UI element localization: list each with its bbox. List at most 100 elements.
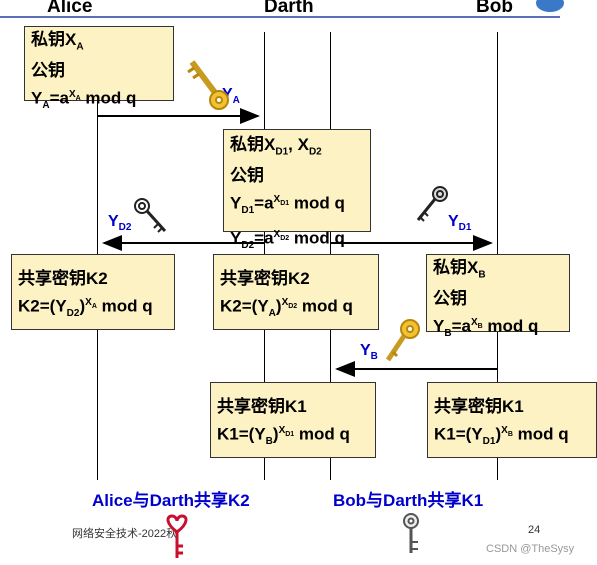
y-sub: D1 <box>482 436 496 448</box>
y-var: Y <box>31 89 43 109</box>
mod-text: mod q <box>294 424 350 444</box>
corner-decoration-icon <box>536 0 564 12</box>
exp-sub: B <box>507 431 513 438</box>
title-rule <box>0 16 560 18</box>
msg-var: Y <box>448 213 459 230</box>
private-key-var: X <box>65 30 77 49</box>
black-key-icon <box>134 198 167 233</box>
actor-bob: Bob <box>476 0 513 17</box>
paren-close: ) <box>275 296 282 316</box>
formula-prefix: K2=(Y <box>220 296 269 316</box>
private-key-label: 私钥 <box>230 135 264 154</box>
formula-prefix: K1=(Y <box>434 424 483 444</box>
paren-close: ) <box>495 424 502 444</box>
exp-var: X <box>281 297 289 308</box>
y-var: Y <box>230 229 242 249</box>
exp-sub: B <box>477 323 483 331</box>
bob-k1-box: 共享密钥K1 K1=(YD1)XB mod q <box>427 382 597 458</box>
formula-prefix: K1=(Y <box>217 424 266 444</box>
private-key-label: 私钥 <box>31 30 65 49</box>
msg-sub: A <box>232 95 240 107</box>
msg-sub: D2 <box>118 222 132 234</box>
alice-k2-box: 共享密钥K2 K2=(YD2)XA mod q <box>11 254 175 330</box>
mod-text: mod q <box>482 317 539 337</box>
exp-var: X <box>470 317 478 329</box>
message-label-yb: YB <box>360 342 378 362</box>
eq: =a <box>451 317 471 337</box>
y-sub: B <box>265 436 273 448</box>
private-key-var: X <box>297 135 309 154</box>
caption-bob-darth: Bob与Darth共享K1 <box>333 491 484 510</box>
red-key-icon <box>166 514 188 558</box>
eq: =a <box>254 229 274 249</box>
private-key-label: 私钥 <box>433 258 467 277</box>
private-key-var: X <box>467 258 479 277</box>
public-key-label: 公钥 <box>31 61 65 81</box>
separator: , <box>288 135 298 154</box>
exp-var: X <box>68 89 76 101</box>
msg-var: Y <box>360 342 371 359</box>
gray-key-icon <box>403 513 419 553</box>
gold-key-icon <box>187 60 229 110</box>
y-var: Y <box>433 317 445 337</box>
exp-var: X <box>85 297 92 308</box>
y-sub: B <box>444 328 452 340</box>
private-key-sub: D2 <box>308 146 322 158</box>
exp-sub: A <box>75 95 81 103</box>
alice-keys-box: 私钥XA 公钥 YA=aXA mod q <box>24 26 174 111</box>
page-number: 24 <box>528 524 541 536</box>
y-sub: D2 <box>241 240 255 252</box>
mod-text: mod q <box>297 296 353 316</box>
mod-text: mod q <box>512 424 569 444</box>
watermark: CSDN @TheSysy <box>486 543 575 555</box>
darth-keys-box: 私钥XD1, XD2 公钥 YD1=aXD1 mod q YD2=aXD2 mo… <box>223 129 371 251</box>
eq: =a <box>254 194 274 214</box>
private-key-sub: A <box>76 41 84 53</box>
shared-key-title: 共享密钥K1 <box>217 397 307 416</box>
darth-k2-box: 共享密钥K2 K2=(YA)XD2 mod q <box>213 254 379 330</box>
public-key-label: 公钥 <box>230 166 264 186</box>
actor-darth: Darth <box>264 0 314 17</box>
public-key-label: 公钥 <box>433 289 467 309</box>
exp-var: X <box>501 425 508 436</box>
exp-sub: D2 <box>288 303 298 310</box>
mod-text: mod q <box>289 194 345 214</box>
msg-sub: D1 <box>458 222 472 234</box>
mod-text: mod q <box>96 296 153 316</box>
paren-close: ) <box>272 424 279 444</box>
private-key-sub: D1 <box>275 146 289 158</box>
private-key-sub: B <box>478 269 486 281</box>
exp-sub: D1 <box>285 431 295 438</box>
msg-var: Y <box>108 213 119 230</box>
exp-sub: D2 <box>280 235 290 243</box>
bob-keys-box: 私钥XB 公钥 YB=aXB mod q <box>426 254 570 339</box>
formula-prefix: K2=(Y <box>18 296 67 316</box>
footer-course-title: 网络安全技术-2022秋 <box>72 528 178 540</box>
exp-sub: A <box>91 303 97 310</box>
darth-k1-box: 共享密钥K1 K1=(YB)XD1 mod q <box>210 382 376 458</box>
exp-var: X <box>273 229 281 241</box>
private-key-var: X <box>264 135 276 154</box>
y-sub: A <box>268 308 276 320</box>
y-var: Y <box>230 194 242 214</box>
shared-key-title: 共享密钥K2 <box>18 269 108 288</box>
actor-alice: Alice <box>47 0 93 17</box>
y-sub: D2 <box>66 308 80 320</box>
exp-var: X <box>278 425 286 436</box>
paren-close: ) <box>79 296 86 316</box>
msg-sub: B <box>370 351 378 363</box>
black-key-icon <box>416 186 448 222</box>
mod-text: mod q <box>80 89 137 109</box>
shared-key-title: 共享密钥K2 <box>220 269 310 288</box>
exp-sub: D1 <box>280 200 290 208</box>
y-sub: D1 <box>241 205 255 217</box>
message-label-yd2: YD2 <box>108 213 131 233</box>
eq: =a <box>49 89 69 109</box>
shared-key-title: 共享密钥K1 <box>434 397 524 416</box>
message-label-yd1: YD1 <box>448 213 471 233</box>
exp-var: X <box>273 194 281 206</box>
y-sub: A <box>42 100 50 112</box>
gold-key-icon <box>385 319 420 362</box>
mod-text: mod q <box>289 229 345 249</box>
